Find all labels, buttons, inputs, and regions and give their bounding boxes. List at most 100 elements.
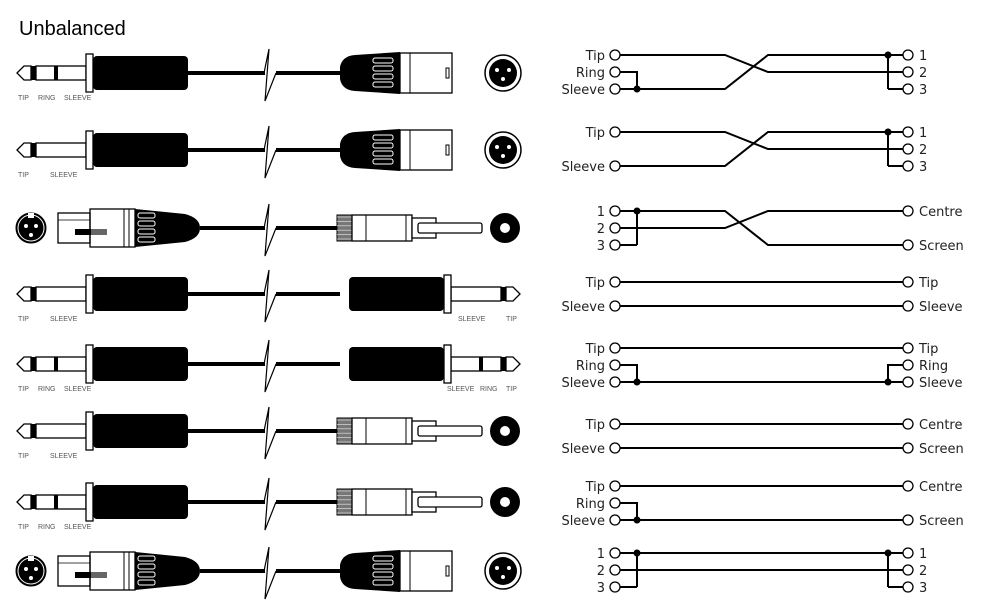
pin-label: 2 [597, 222, 605, 237]
wire [620, 54, 903, 73]
xlr-socket [29, 233, 33, 237]
pin-terminal [609, 160, 621, 172]
xlr-socket [34, 567, 38, 571]
xlr-pin [507, 68, 511, 72]
boot-grip [372, 65, 394, 72]
pin-terminal [609, 376, 621, 388]
junction-dot [884, 378, 892, 386]
junction-dot [884, 128, 892, 136]
cable-row [15, 546, 522, 600]
jack-ring-insulator [54, 66, 58, 80]
jack-ring-insulator [54, 357, 58, 371]
rca-knurl [336, 488, 353, 516]
jack-insulator [31, 143, 36, 157]
pin-label: 1 [597, 547, 605, 562]
jack-collar [85, 411, 94, 451]
xlr-male-face-inner [489, 136, 517, 164]
xlr-collar [89, 551, 136, 591]
cable [276, 292, 340, 296]
jack-tip [505, 356, 521, 372]
pin-terminal [902, 359, 914, 371]
cable-break [263, 269, 277, 323]
pin-label: 3 [919, 581, 927, 596]
plug-label: TIP [18, 95, 29, 102]
plug-label: RING [38, 386, 56, 393]
plug-label: TIP [18, 316, 29, 323]
xlr-socket [34, 224, 38, 228]
jack-shaft [35, 494, 87, 510]
boot-grip [137, 220, 156, 227]
pin-terminal [902, 83, 914, 95]
pin-terminal [902, 376, 914, 388]
junction-dot [884, 549, 892, 557]
wire [620, 131, 903, 150]
pin-terminal [902, 160, 914, 172]
xlr-pin [495, 68, 499, 72]
xlr-pin [501, 77, 505, 81]
boot-grip [137, 563, 156, 570]
xlr-pin [495, 145, 499, 149]
boot-grip [372, 158, 394, 165]
plug-label: SLEEVE [458, 316, 486, 323]
pin-label: Sleeve [561, 376, 605, 391]
pin-label: 3 [919, 83, 927, 98]
pin-label: Ring [919, 359, 948, 374]
boot-grip [137, 212, 156, 219]
xlr-pin [501, 575, 505, 579]
rca-face-pin [500, 223, 510, 233]
pin-terminal [609, 547, 621, 559]
pin-label: Centre [919, 418, 962, 433]
pin-terminal [902, 276, 914, 288]
xlr-female-notch [28, 556, 34, 561]
boot-grip [372, 134, 394, 141]
xlr-female-notch [28, 213, 34, 218]
jack-ring-insulator [479, 357, 483, 371]
pin-label: Ring [576, 359, 605, 374]
pin-label: 2 [919, 564, 927, 579]
xlr-pin [507, 566, 511, 570]
pin-terminal [609, 300, 621, 312]
junction-dot [633, 378, 641, 386]
pin-terminal [609, 222, 621, 234]
pin-terminal [902, 126, 914, 138]
boot-grip [372, 57, 394, 64]
pin-terminal [902, 442, 914, 454]
pin-terminal [609, 239, 621, 251]
pin-label: 1 [919, 49, 927, 64]
pin-label: Sleeve [561, 514, 605, 529]
boot-grip [372, 571, 394, 578]
jack-tip [16, 494, 32, 510]
jack-tip [16, 423, 32, 439]
cable-break [263, 546, 277, 600]
cable-break [263, 203, 277, 257]
wire [620, 210, 903, 246]
plug-label: TIP [18, 524, 29, 531]
pin-terminal [902, 66, 914, 78]
cable [276, 226, 340, 230]
jack-body [349, 277, 444, 311]
junction-dot [633, 516, 641, 524]
boot-grip [372, 555, 394, 562]
boot-grip [137, 228, 156, 235]
pin-label: Centre [919, 480, 962, 495]
boot-grip [137, 579, 156, 586]
boot-grip [372, 81, 394, 88]
pin-terminal [609, 359, 621, 371]
cable-break [263, 406, 277, 460]
boot-grip [137, 236, 156, 243]
pin-label: Tip [918, 342, 938, 357]
pin-label: Tip [585, 276, 605, 291]
plug-label: SLEEVE [50, 172, 78, 179]
xlr-socket [24, 567, 28, 571]
pin-terminal [902, 547, 914, 559]
xlr-latch-slot [445, 144, 450, 156]
pin-label: Tip [585, 49, 605, 64]
jack-shaft [35, 142, 87, 158]
jack-tip [16, 356, 32, 372]
pin-label: Sleeve [919, 300, 963, 315]
jack-collar [85, 482, 94, 522]
cable [188, 500, 265, 504]
